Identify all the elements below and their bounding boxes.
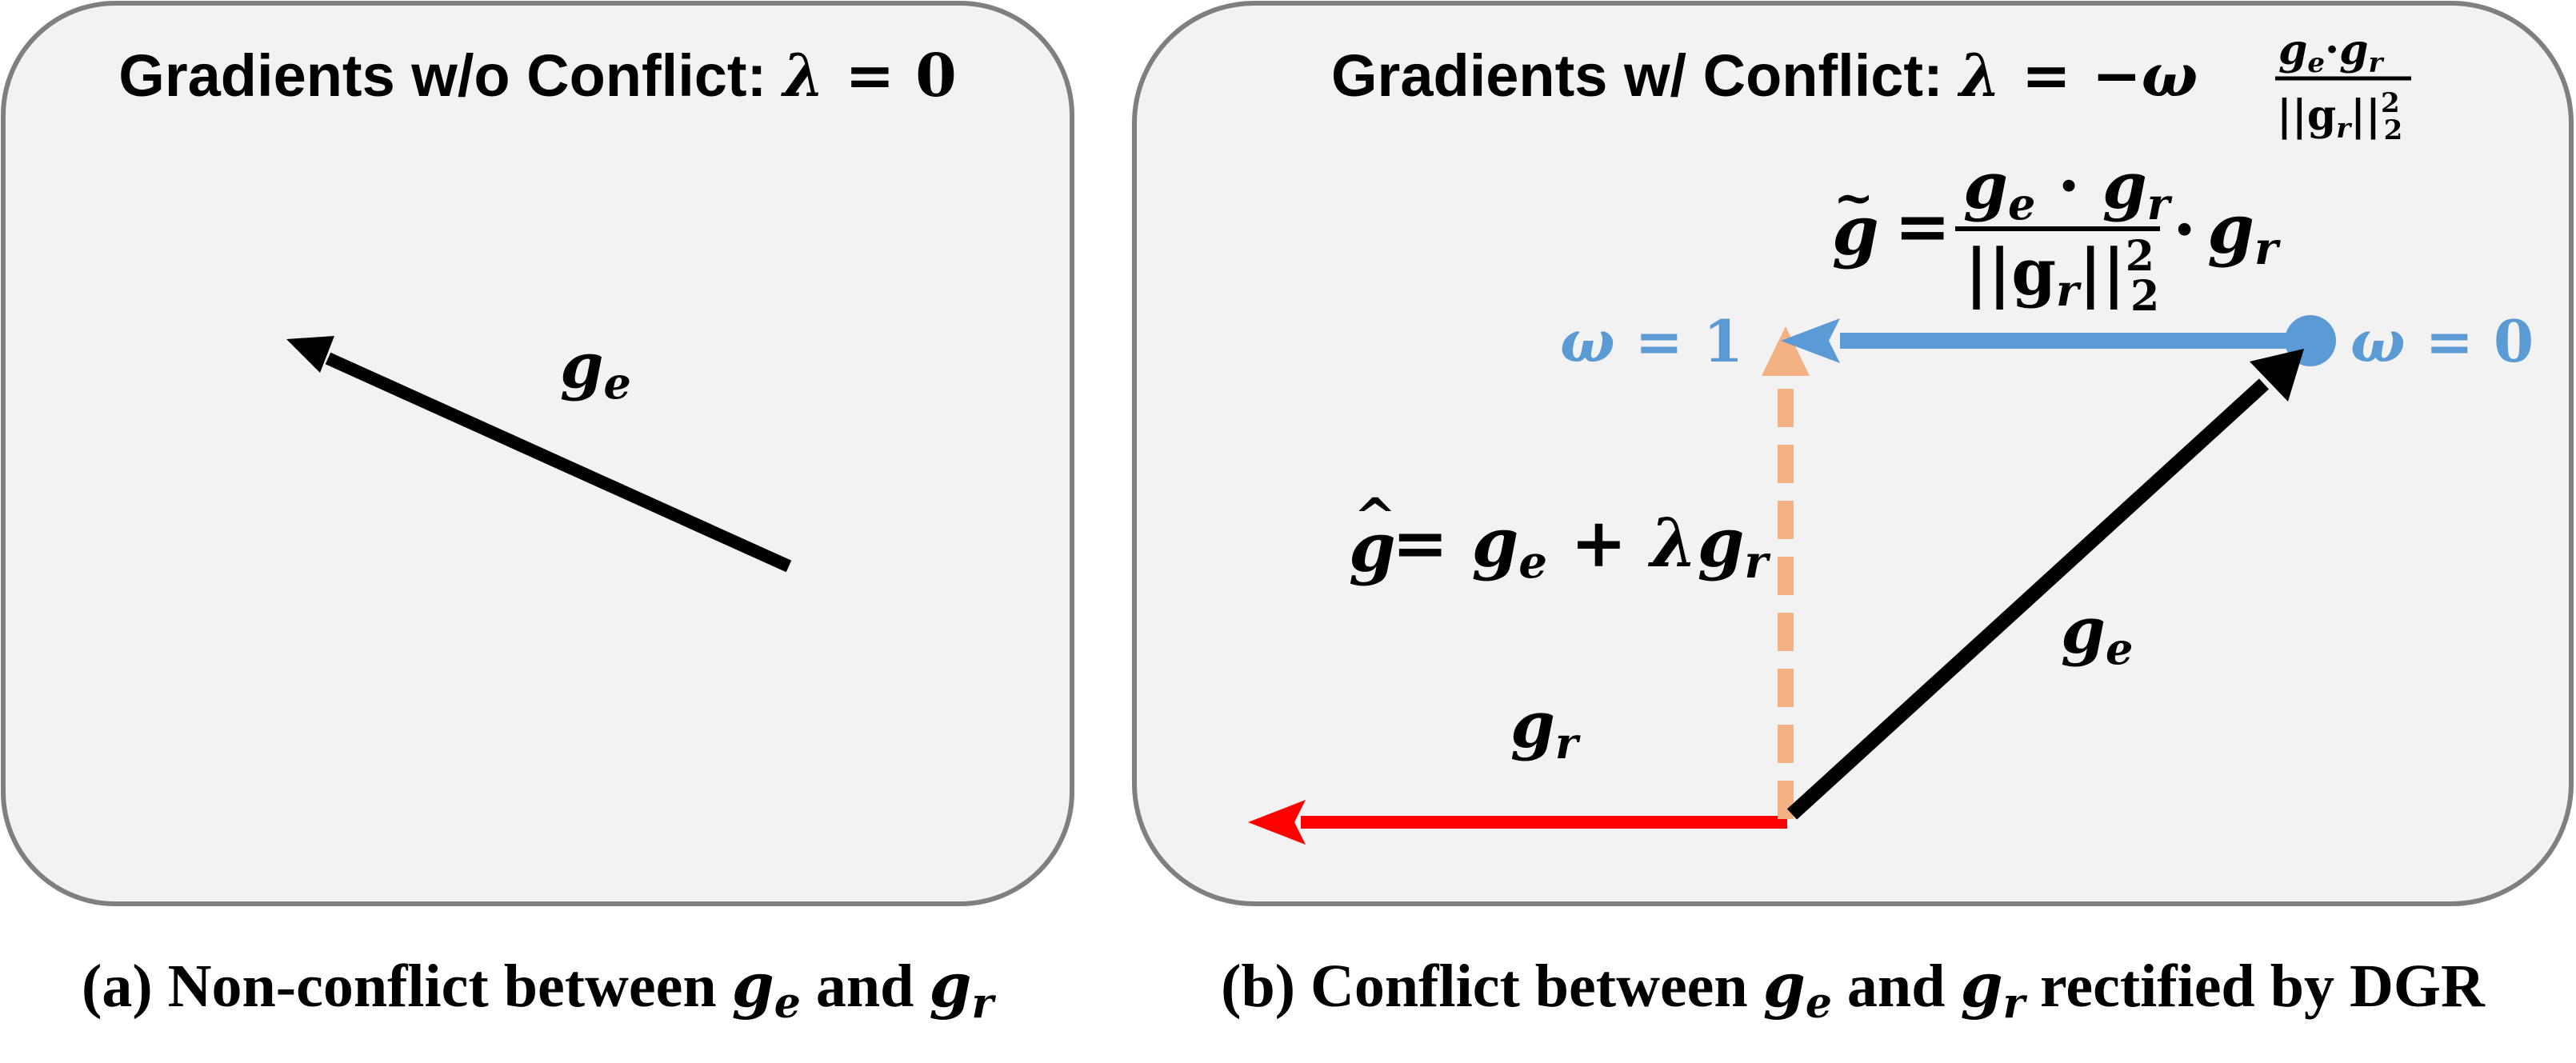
panel-a-title: Gradients w/o Conflict: λ = 0 (118, 42, 956, 110)
panel-b-box (1132, 1, 2574, 906)
ghat-arrowhead (1762, 326, 1810, 376)
panel-b-ge-label: ge (2061, 593, 2133, 674)
panel-b-caption: (b) Conflict between ge and gr rectified… (1221, 949, 2486, 1028)
panel-b-gr-label: gr (1510, 687, 1581, 769)
svg-text:||gr||22: ||gr||22 (2277, 87, 2402, 146)
panel-b-ge-arrowhead (2250, 349, 2304, 402)
gr-arrowhead (1248, 800, 1306, 845)
panel-b-ge-arrow (1786, 378, 2270, 820)
svg-text:^: ^ (1354, 487, 1397, 547)
panel-b-ghat-equation: g ^ = ge + λgr (1349, 487, 1771, 589)
panel-a-caption: (a) Non-conflict between ge and gr (82, 949, 997, 1028)
omega-1-label: ω = 1 (1560, 307, 1743, 375)
panel-a-ge-arrowhead (286, 336, 334, 373)
panel-b-title: Gradients w/ Conflict: λ = −ω (1331, 42, 2198, 110)
svg-text:ge·gr: ge·gr (2278, 26, 2384, 79)
svg-text:= ge + λgr: = ge + λgr (1392, 503, 1771, 589)
svg-text:g: g (1832, 191, 1879, 270)
svg-text:ge · gr: ge · gr (1963, 148, 2173, 230)
panel-a-ge-label: ge (560, 330, 631, 409)
svg-text:~: ~ (1834, 170, 1874, 226)
panel-a-ge-arrow (325, 352, 792, 573)
omega-0-label: ω = 0 (2350, 307, 2534, 375)
svg-text:·gr: ·gr (2173, 190, 2281, 275)
projection-arrowhead (1781, 318, 1840, 363)
svg-text:=: = (1894, 186, 1950, 266)
svg-text:||gr||22: ||gr||22 (1965, 232, 2159, 321)
svg-text:g: g (1349, 508, 1396, 587)
